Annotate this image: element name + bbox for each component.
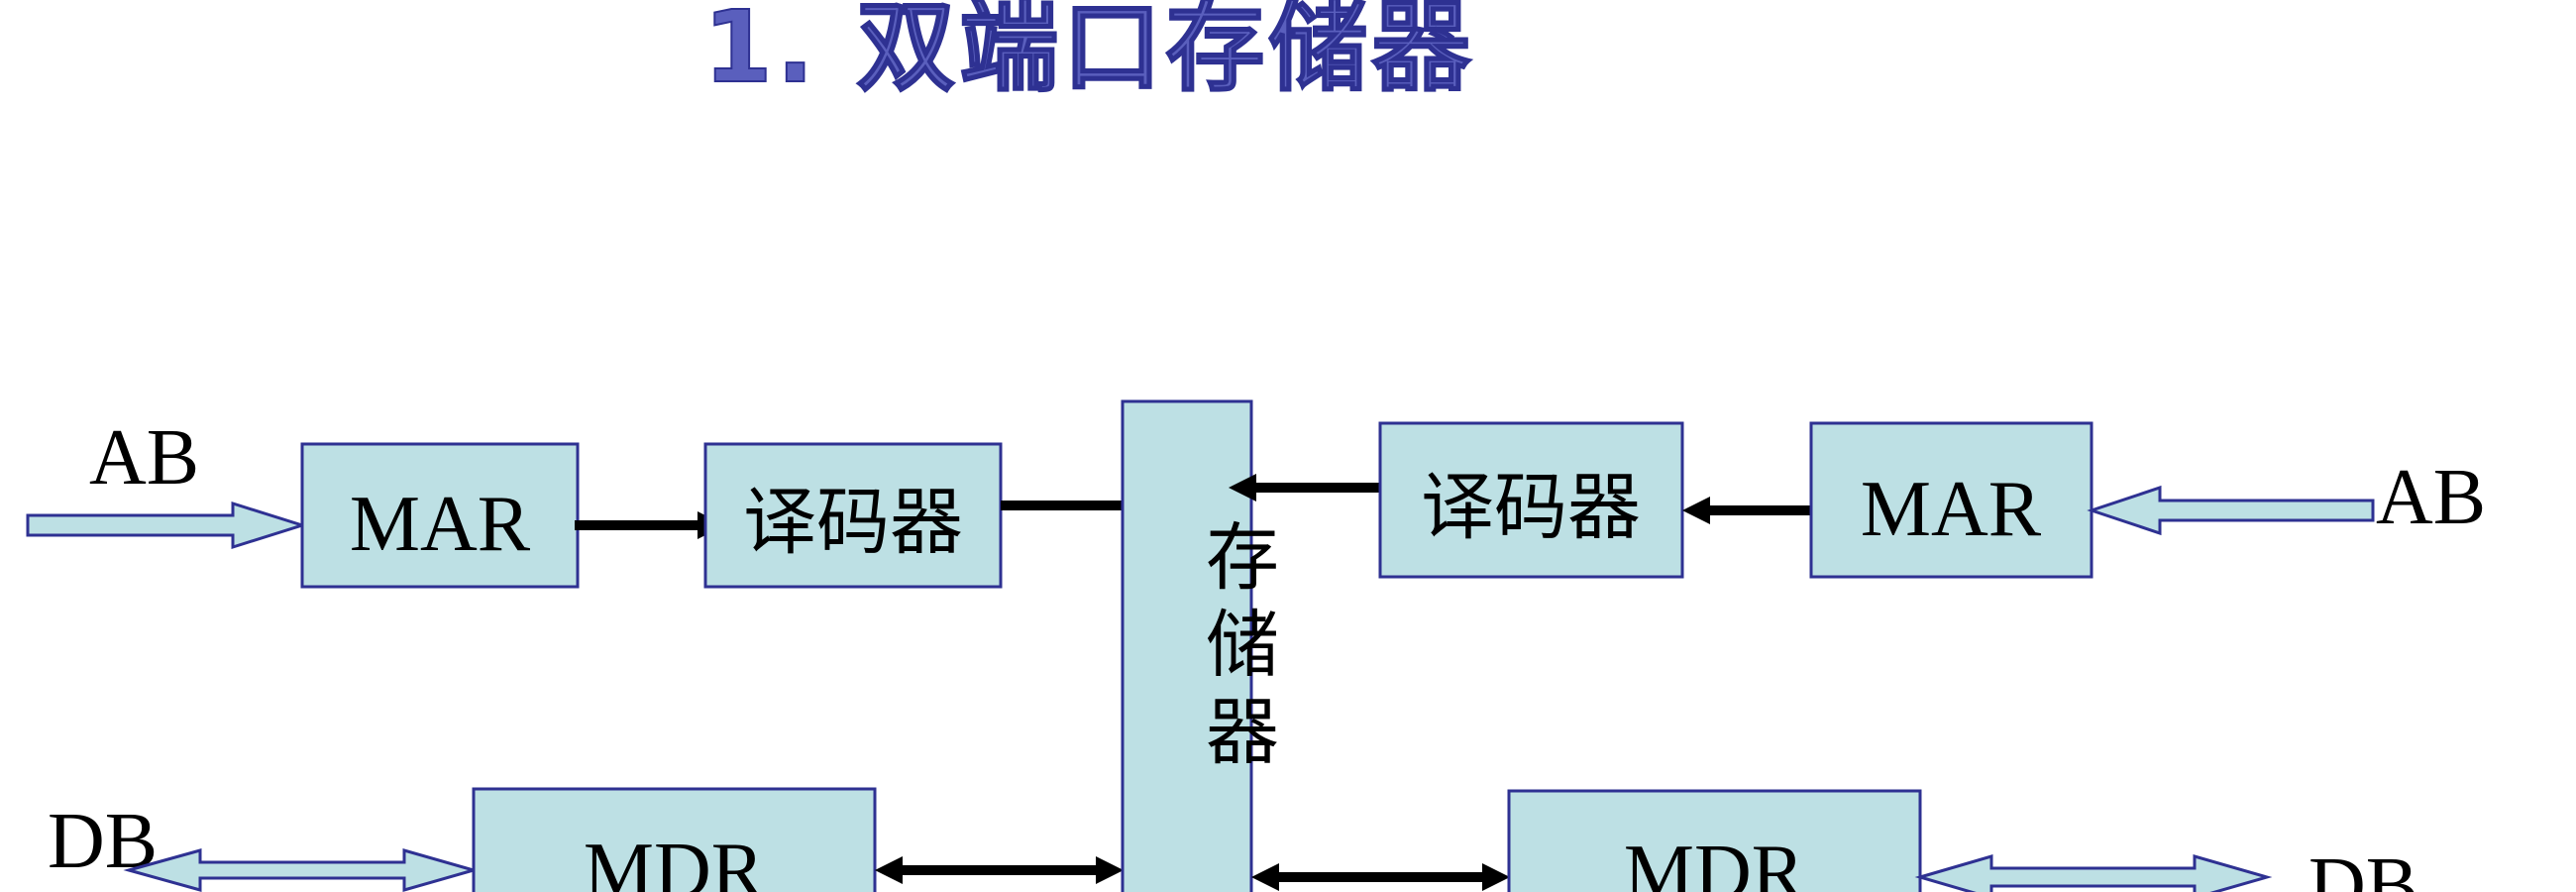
left-mdr-label: MDR: [584, 828, 765, 892]
left-mdr-memory-arrowhead-right: [1096, 856, 1124, 884]
page-title: 1. 双端口存储器: [703, 0, 1474, 105]
memory-label-char-3: 器: [1206, 690, 1279, 775]
right-decoder-to-memory-arrowhead: [1229, 474, 1256, 502]
right-decoder-label: 译码器: [1421, 465, 1641, 550]
left-decoder-box: [703, 442, 1003, 589]
left-mdr-memory-arrowhead-left: [875, 856, 903, 884]
right-mar-label: MAR: [1861, 466, 2042, 553]
memory-label-char-2: 储: [1206, 603, 1279, 688]
memory-label-char-1: 存: [1206, 515, 1279, 601]
left-mar-label: MAR: [350, 481, 531, 568]
right-mar-to-decoder-arrowhead: [1682, 497, 1710, 524]
memory-box: [1121, 399, 1253, 892]
right-data-bus-arrow: [1914, 854, 2273, 892]
right-address-bus-arrow: [2087, 485, 2375, 536]
right-mar-box: [1809, 421, 2093, 579]
left-mar-box: [300, 442, 580, 589]
right-mdr-memory-arrowhead-left: [1251, 863, 1279, 891]
right-mdr-label: MDR: [1624, 830, 1805, 892]
left-decoder-label: 译码器: [743, 480, 963, 565]
left-address-bus-arrow: [26, 501, 308, 550]
right-mdr-memory-arrowhead-right: [1482, 863, 1510, 891]
right-decoder-box: [1378, 421, 1684, 579]
right-address-bus-label: AB: [2376, 454, 2486, 541]
left-data-bus-arrow: [123, 848, 480, 892]
left-address-bus-label: AB: [89, 414, 199, 502]
right-data-bus-label: DB: [2308, 842, 2418, 892]
right-mdr-box: [1507, 789, 1922, 892]
left-mdr-box: [472, 787, 877, 892]
